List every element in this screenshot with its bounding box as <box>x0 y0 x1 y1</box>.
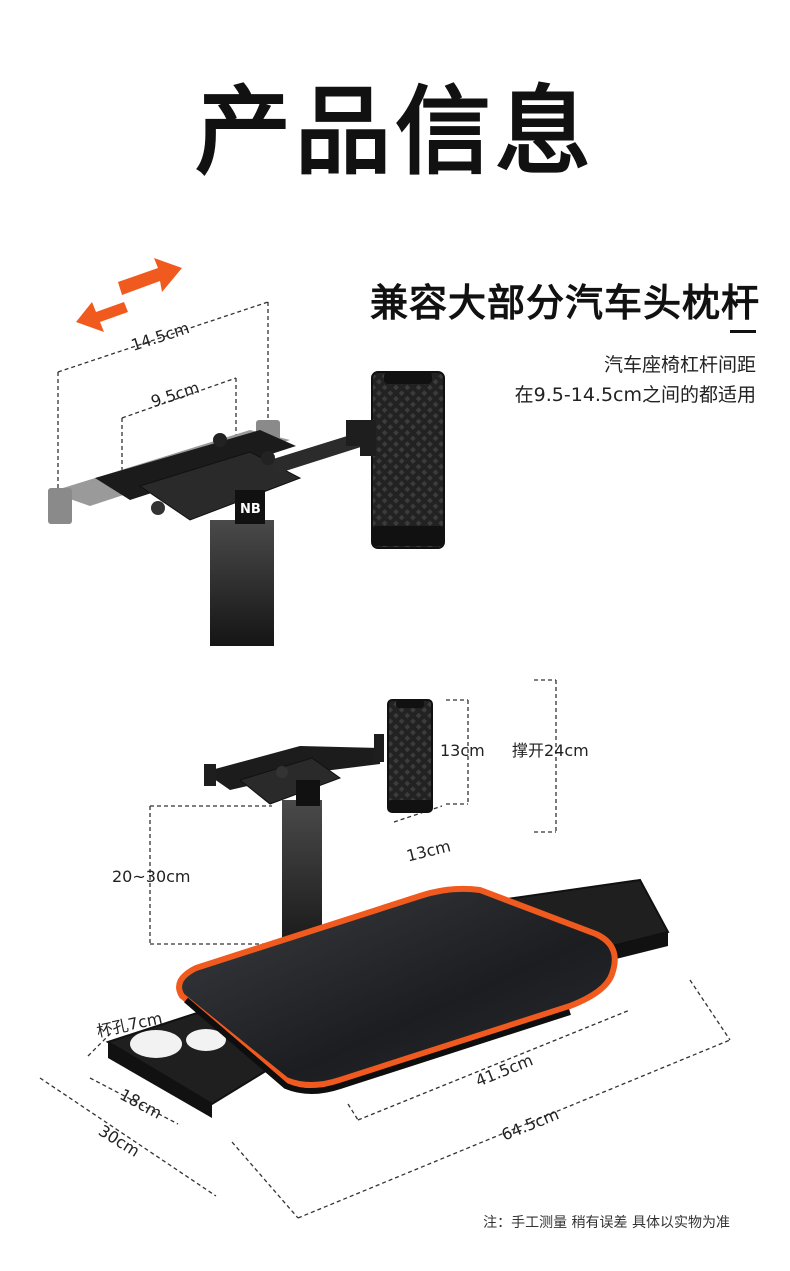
title-underline <box>730 330 756 333</box>
outer-spacing-label: 14.5cm <box>129 318 192 355</box>
holder-expand-label: 撑开24cm <box>512 741 589 760</box>
holder-height-label: 13cm <box>440 741 485 760</box>
brand-logo <box>235 490 265 524</box>
page-title: 产品信息 <box>195 76 595 188</box>
feature-title: 兼容大部分汽车头枕杆 <box>369 281 760 325</box>
holder-width-label: 13cm <box>405 836 453 865</box>
brand-logo-text: NB <box>240 502 261 517</box>
dimension-lines-bottom <box>39 679 731 1219</box>
total-length-label: 64.5cm <box>499 1104 562 1144</box>
tray-depth-label: 30cm <box>95 1121 143 1161</box>
feature-desc-line1: 汽车座椅杠杆间距 <box>603 354 756 376</box>
footer-note: 注：手工测量 稍有误差 具体以实物为准 <box>483 1215 730 1231</box>
tablet-holder-top <box>360 371 445 549</box>
pole-height-label: 20~30cm <box>112 867 191 886</box>
inner-spacing-label: 9.5cm <box>148 378 201 411</box>
tray-depth-small-label: 18cm <box>117 1085 165 1123</box>
tray-product-bottom <box>105 699 670 1118</box>
headrest-bracket-top: NB <box>48 420 364 646</box>
board-length-label: 41.5cm <box>473 1050 536 1090</box>
adjust-arrows-icon <box>76 258 182 332</box>
feature-desc-line2: 在9.5-14.5cm之间的都适用 <box>514 384 756 406</box>
